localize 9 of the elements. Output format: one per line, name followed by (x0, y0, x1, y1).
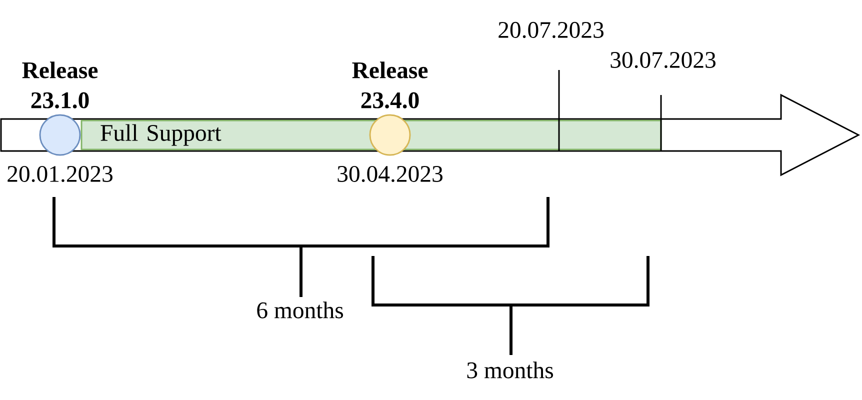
date-label: 20.07.2023 (498, 22, 604, 38)
duration-label: 6 months (257, 302, 343, 318)
duration-label: 3 months (467, 362, 553, 378)
date-label: 20.01.2023 (8, 166, 112, 182)
date-label: 30.04.2023 (338, 166, 442, 182)
release-label: Release 23.1.0 (22, 62, 98, 108)
release-label: Release 23.4.0 (352, 62, 428, 108)
date-label: 30.07.2023 (610, 52, 716, 68)
support-band: Full Support (80, 120, 662, 150)
